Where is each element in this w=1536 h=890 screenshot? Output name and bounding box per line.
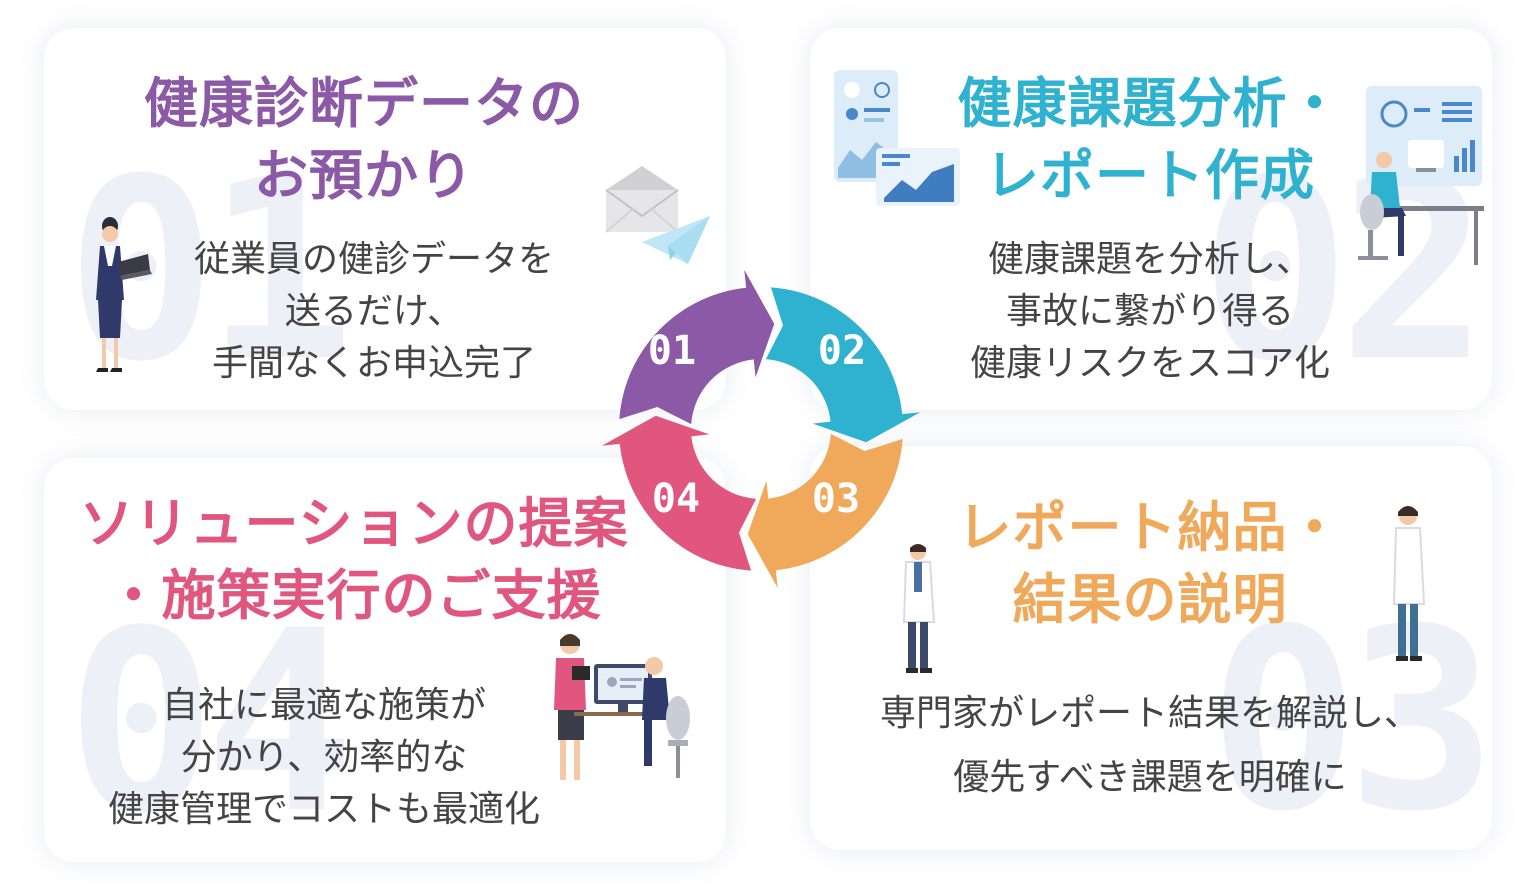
step-description-line: 自社に最適な施策が [161,685,486,726]
analyst-at-desk-icon [1358,86,1484,265]
businesswoman-laptop-icon [96,217,152,372]
step-description-line: 専門家がレポート結果を解説し、 [879,693,1420,734]
step-title: 健康課題分析・ レポート作成 [930,68,1370,212]
step-card-04: 04 ソリューションの提案 ・施策実行のご支援 自社に最適な施策が 分かり、効率… [44,458,726,862]
cycle-diagram: 01 02 03 04 [601,269,921,589]
cycle-arrow-03 [747,433,903,589]
step-card-02: 02 健康課題分析・ レポート作成 健康課題を分析し、 事故に繋がり得る 健康リ… [810,28,1492,410]
step-description: 専門家がレポート結果を解説し、 優先すべき課題を明確に [830,682,1470,810]
step-description-line: 手間なくお申込完了 [211,343,536,384]
step-card-03: 03 レポート納品・ 結果の説明 専門家がレポート結果を解説し、 優先すべき課題… [810,446,1492,850]
step-title: ソリューションの提案 ・施策実行のご支援 [54,488,654,632]
step-number-watermark: 04 [66,577,355,862]
step-title-line: お預かり [254,144,474,207]
step-number-watermark: 03 [1208,575,1492,850]
step-title-line: レポート納品・ [957,496,1343,559]
step-description: 従業員の健診データを 送るだけ、 手間なくお申込完了 [144,234,604,390]
step-title: レポート納品・ 結果の説明 [930,492,1370,636]
step-card-01: 01 健康診断データの お預かり 従業員の健診データを 送るだけ、 手間なくお申… [44,28,726,410]
step-description-line: 分かり、効率的な [180,737,468,778]
cycle-label-01: 01 [648,328,696,374]
step-description-line: 事故に繋がり得る [1005,291,1294,332]
step-title-line: ・施策実行のご支援 [106,564,602,627]
step-title: 健康診断データの お預かり [44,68,684,212]
consultation-icon [554,634,690,780]
step-description-line: 健康課題を分析し、 [987,239,1312,280]
step-title-line: レポート作成 [985,144,1315,207]
doctor-icon [902,544,936,673]
step-title-line: ソリューションの提案 [79,492,629,555]
step-title-line: 健康診断データの [144,72,584,135]
paper-plane-icon [642,216,710,264]
cycle-label-03: 03 [812,476,860,522]
step-title-line: 結果の説明 [1012,568,1288,631]
step-description-line: 送るだけ、 [284,291,464,332]
cycle-label-04: 04 [652,476,700,522]
step-description-line: 優先すべき課題を明確に [953,757,1347,798]
step-description-line: 従業員の健診データを [193,239,554,280]
step-description: 自社に最適な施策が 分かり、効率的な 健康管理でコストも最適化 [54,680,594,836]
step-description-line: 健康管理でコストも最適化 [107,789,540,830]
dashboard-chart-icon [834,70,960,206]
doctor-icon [1392,506,1426,661]
cycle-arrow-02 [765,287,921,443]
step-description: 健康課題を分析し、 事故に繋がり得る 健康リスクをスコア化 [930,234,1370,390]
step-number-watermark: 02 [1200,125,1489,410]
step-title-line: 健康課題分析・ [957,72,1343,135]
cycle-arrow-01 [619,269,775,425]
cycle-arrow-04 [601,415,757,571]
envelope-icon [605,166,679,233]
step-description-line: 健康リスクをスコア化 [969,343,1330,384]
cycle-label-02: 02 [818,328,866,374]
